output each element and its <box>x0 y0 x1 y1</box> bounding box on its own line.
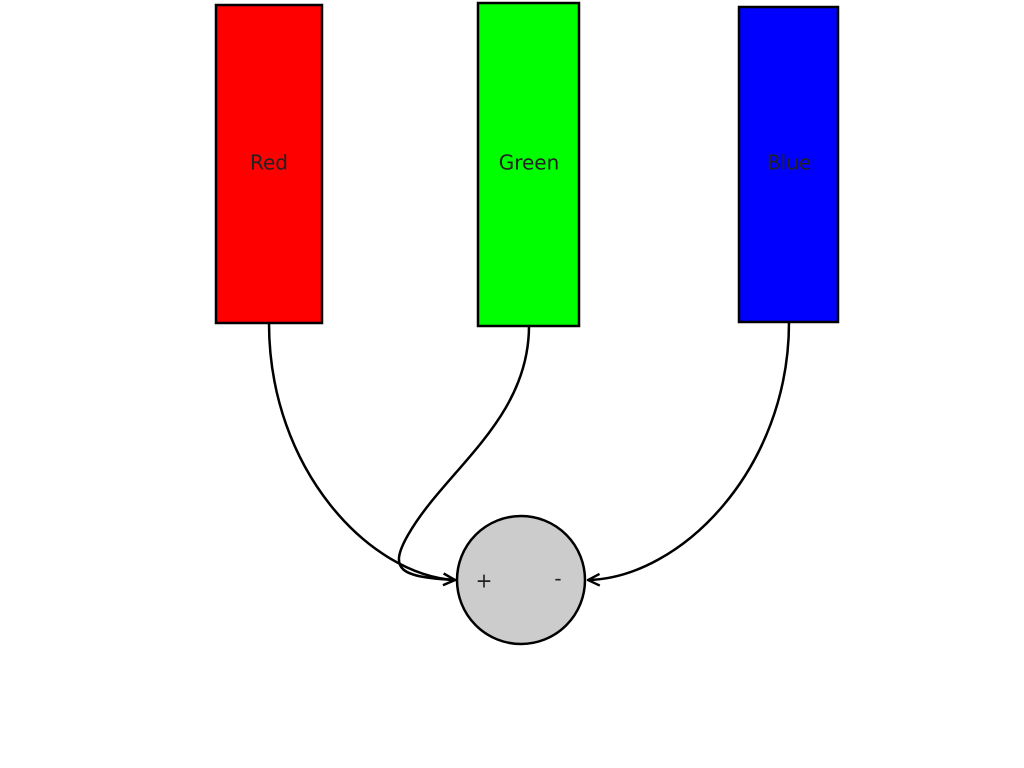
blue-to-minus-arrow <box>588 320 791 580</box>
box-blue: Blue <box>737 5 840 324</box>
junction-circle: + - <box>455 514 587 646</box>
green-to-plus-arrow <box>397 324 531 580</box>
box-blue-rect <box>737 5 840 324</box>
plus-sign: + <box>476 569 493 593</box>
red-to-plus-arrow <box>267 321 455 580</box>
box-green-label: Green <box>499 151 560 175</box>
box-blue-label: Blue <box>767 151 811 175</box>
box-red: Red <box>214 3 324 325</box>
box-red-rect <box>214 3 324 325</box>
junction-circle-shape <box>455 514 587 646</box>
box-green: Green <box>476 1 581 328</box>
minus-sign: - <box>554 567 561 591</box>
box-red-label: Red <box>250 151 288 175</box>
box-green-rect <box>476 1 581 328</box>
